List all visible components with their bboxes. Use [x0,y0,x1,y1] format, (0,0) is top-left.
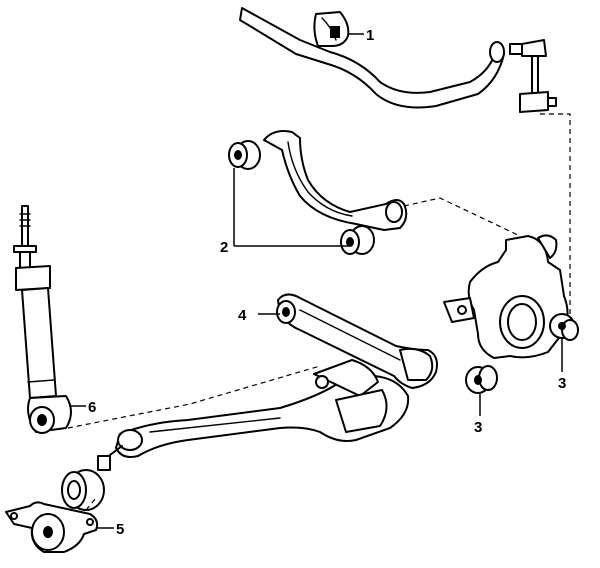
callout-6: 6 [88,399,96,416]
assembly-lines [67,113,571,511]
lower-control-arm [276,293,438,389]
upper-arm-bushing-top [228,140,261,170]
upper-control-arm [263,130,408,231]
callout-5: 5 [116,521,124,538]
ball-joint [97,429,143,471]
leader-lines [70,33,563,529]
upper-arm-bushing-bottom [340,225,375,255]
callout-1: 1 [366,27,374,44]
shock-absorber-bushing [27,395,72,434]
bracket-with-bushing [5,501,99,553]
stabilizer-bushing [313,11,350,47]
knuckle-bushing-right [549,313,579,341]
stabilizer-link [509,39,557,113]
callout-2: 2 [220,239,228,256]
stabilizer-bar [239,7,505,109]
steering-knuckle [443,234,569,359]
callout-4: 4 [238,307,247,324]
arm-bushing-loose [61,469,105,511]
shock-absorber [13,205,57,399]
trailing-arm [115,359,410,458]
callout-3-lower: 3 [474,419,482,436]
callout-3-right: 3 [558,375,566,392]
knuckle-bushing-lower [465,365,498,394]
